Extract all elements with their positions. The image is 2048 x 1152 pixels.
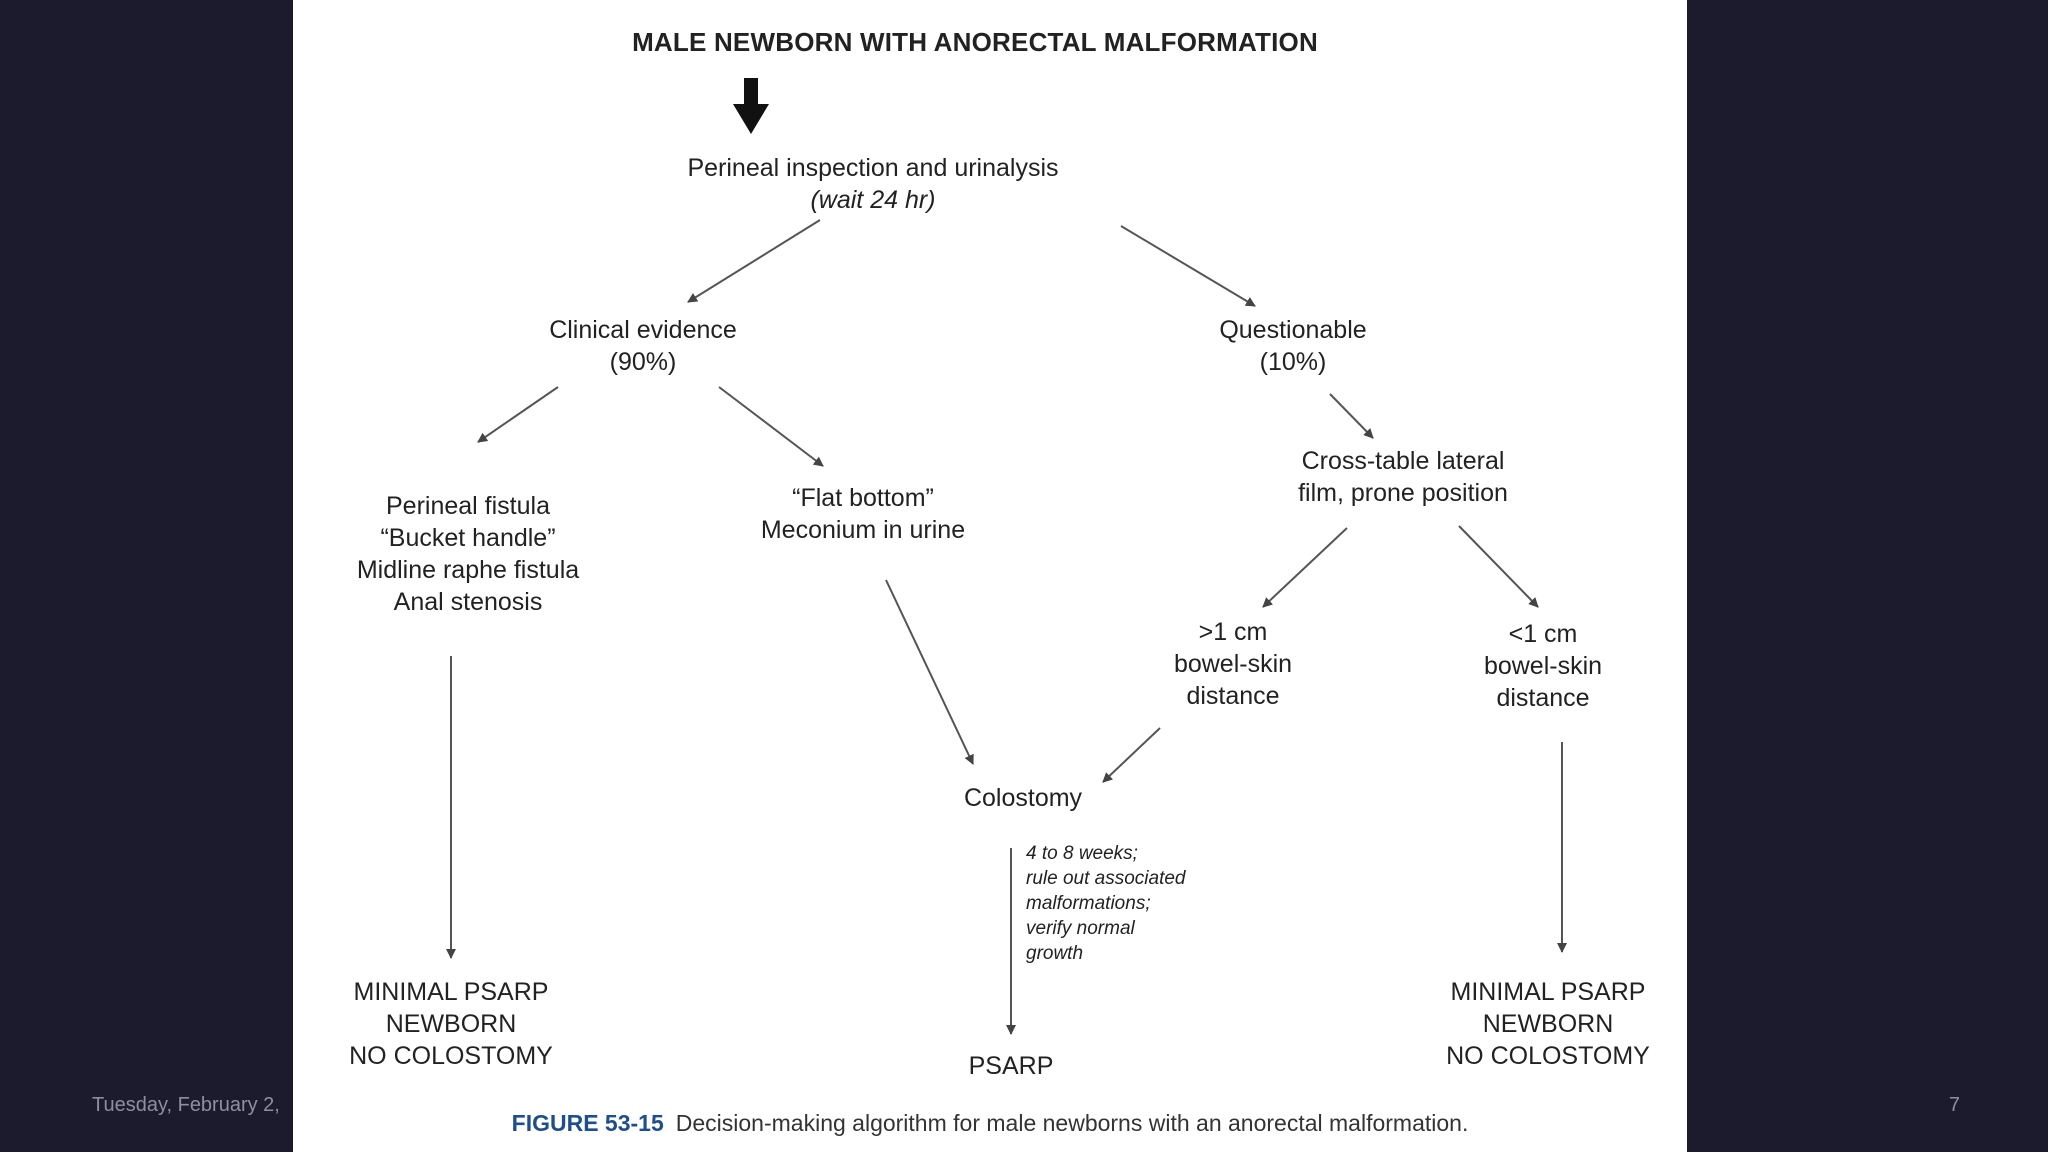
flow-arrows (446, 78, 1567, 1035)
arrow-cross-table-to-lt1cm (1458, 525, 1539, 608)
arrow-clinical-to-fistula (477, 386, 559, 443)
arrow-flat-bottom-to-colostomy (885, 579, 974, 765)
node-gt1cm-distance: >1 cm bowel-skin distance (1173, 618, 1293, 710)
node-minimal-psarp-right: MINIMAL PSARP NEWBORN NO COLOSTOMY (1446, 978, 1650, 1070)
node-cross-table-film: Cross-table lateral film, prone position (1298, 447, 1508, 507)
node-minimal-psarp-left: MINIMAL PSARP NEWBORN NO COLOSTOMY (349, 978, 553, 1070)
figure-panel: MALE NEWBORN WITH ANORECTAL MALFORMATION… (293, 0, 1687, 1152)
colostomy-note: 4 to 8 weeks; rule out associated malfor… (1026, 843, 1186, 964)
node-perineal-inspection: Perineal inspection and urinalysis (wait… (687, 154, 1059, 214)
figure-caption: FIGURE 53-15 Decision-making algorithm fo… (293, 1110, 1687, 1137)
arrow-perineal-to-questionable (1120, 225, 1256, 307)
node-lt1cm-distance: <1 cm bowel-skin distance (1483, 620, 1603, 712)
arrow-questionable-to-cross-table (1329, 393, 1374, 439)
node-psarp: PSARP (968, 1052, 1054, 1080)
node-colostomy: Colostomy (963, 784, 1083, 812)
title-down-arrow (733, 78, 769, 134)
arrow-gt1cm-to-colostomy (1102, 727, 1161, 783)
slide-number: 7 (1948, 1094, 1960, 1116)
node-clinical-evidence: Clinical evidence (90%) (549, 316, 737, 376)
footer-date: Tuesday, February 2, (92, 1094, 280, 1116)
figure-caption-text: Decision-making algorithm for male newbo… (675, 1110, 1469, 1136)
node-questionable: Questionable (10%) (1219, 316, 1367, 376)
arrow-clinical-to-flat-bottom (718, 386, 824, 467)
node-flat-bottom: “Flat bottom” Meconium in urine (760, 484, 966, 544)
diagram-title: MALE NEWBORN WITH ANORECTAL MALFORMATION (632, 27, 1318, 57)
node-perineal-fistula: Perineal fistula “Bucket handle” Midline… (356, 492, 580, 616)
arrow-cross-table-to-gt1cm (1262, 527, 1348, 608)
arrow-perineal-to-clinical (687, 219, 821, 303)
figure-label: FIGURE 53-15 (511, 1110, 664, 1136)
